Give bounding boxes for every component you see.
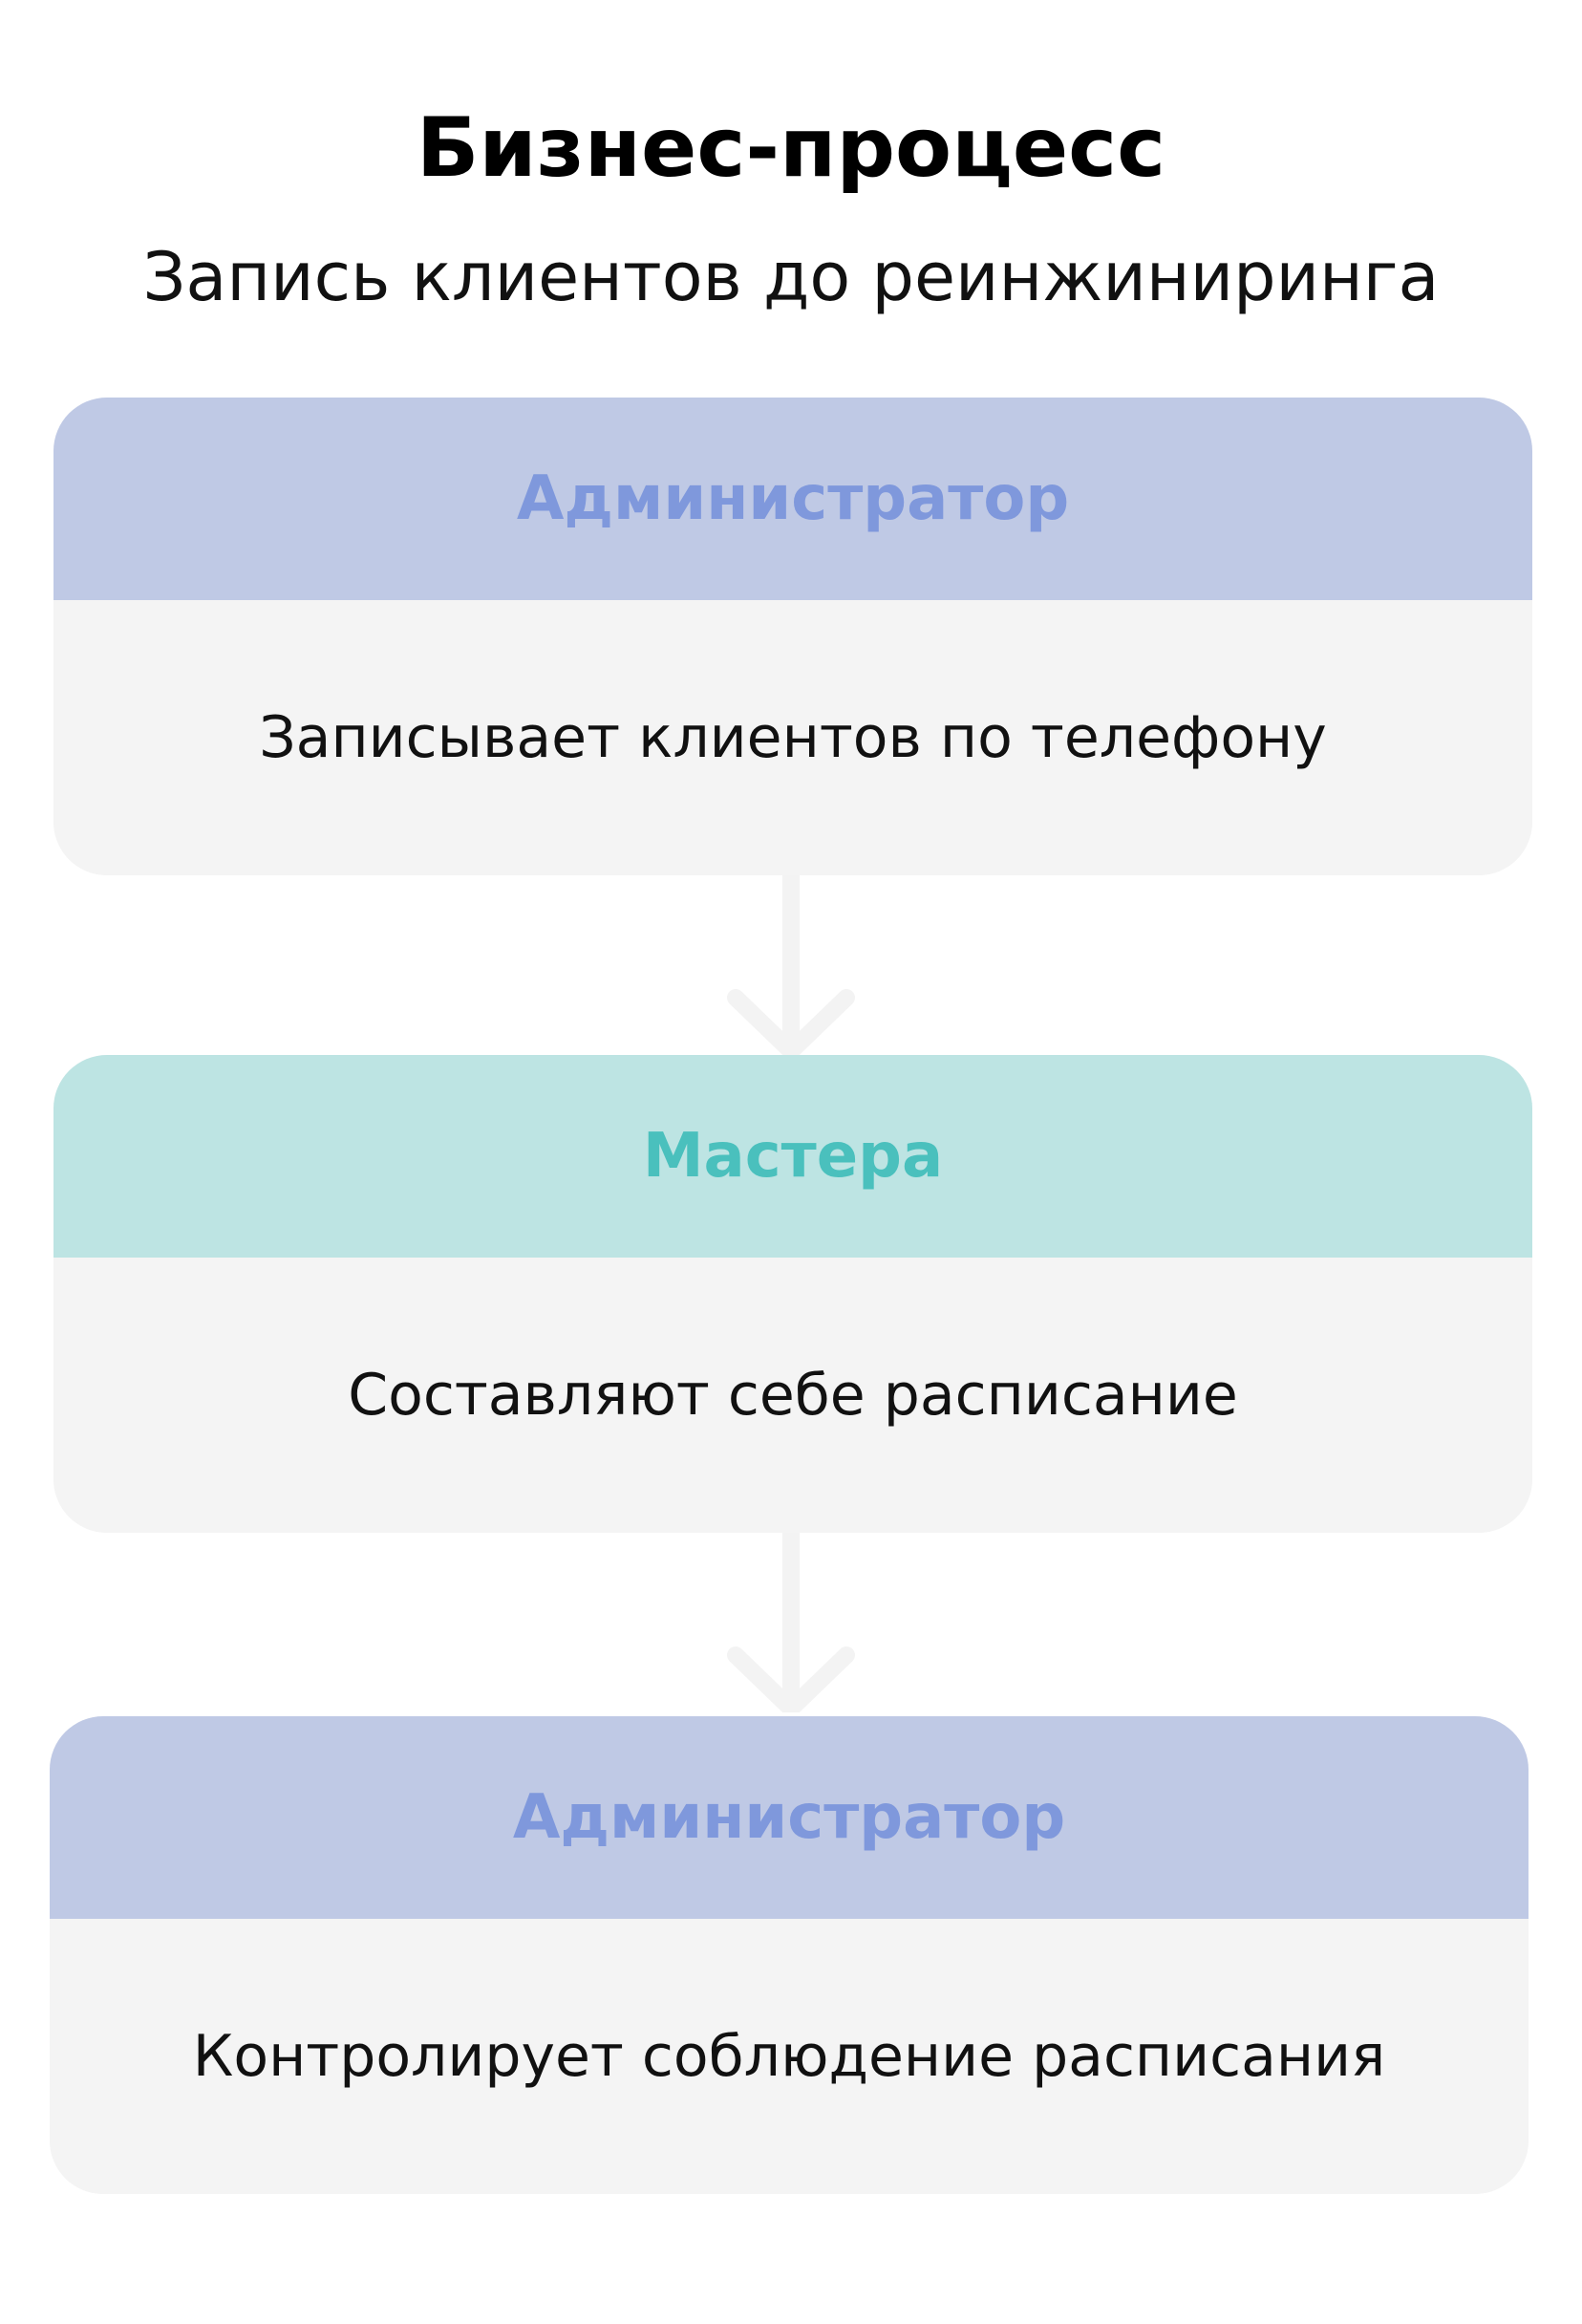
- step-role-header: Администратор: [50, 1716, 1529, 1919]
- process-step-card: Мастера Составляют себе расписание: [53, 1055, 1532, 1533]
- diagram-subtitle: Запись клиентов до реинжиниринга: [142, 238, 1440, 316]
- diagram-title: Бизнес-процесс: [416, 100, 1166, 196]
- arrow-down-icon: [727, 875, 855, 1055]
- step-role-header: Администратор: [53, 398, 1532, 600]
- step-role-header: Мастера: [53, 1055, 1532, 1258]
- step-action-text: Контролирует соблюдение расписания: [50, 1919, 1529, 2194]
- arrow-down-icon: [727, 1533, 855, 1712]
- process-step-card: Администратор Контролирует соблюдение ра…: [50, 1716, 1529, 2194]
- step-action-text: Записывает клиентов по телефону: [53, 600, 1532, 875]
- process-step-card: Администратор Записывает клиентов по тел…: [53, 398, 1532, 875]
- step-action-text: Составляют себе расписание: [53, 1258, 1532, 1533]
